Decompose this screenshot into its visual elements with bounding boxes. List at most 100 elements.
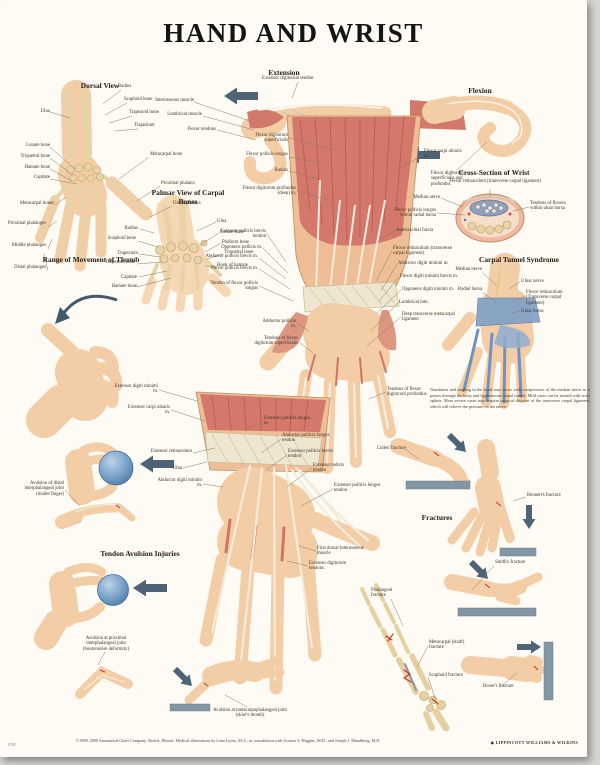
label-dh-epl-m: Extensor pollicis longus m. (264, 416, 311, 427)
label-ct-ulnar-bursa: Ulnar bursa (521, 309, 544, 314)
publisher-name: LIPPINCOTT WILLIAMS & WILKINS (495, 740, 578, 745)
label-ph-retinaculum: Flexor retinaculum (transverse carpal li… (393, 246, 452, 257)
label-proximal-phalanx: Proximal phalanx (161, 181, 195, 186)
dorsal-hand-figure (195, 391, 380, 695)
colles-fracture-figure (390, 430, 471, 490)
label-ph-apb: Abductor pollicis brevis m. (205, 254, 259, 259)
label-trapezoid-bone: Trapezoid bone (129, 110, 159, 115)
cross-section-figure (455, 193, 525, 243)
boutonniere-figure (34, 563, 167, 699)
product-code: 9781 (8, 742, 16, 747)
heading-dorsal-view: Dorsal View (80, 81, 120, 90)
label-dh-retinaculum: Extensor retinaculum (150, 449, 192, 454)
skeletal-hand-figure (360, 583, 450, 732)
extension-figure (224, 87, 392, 185)
label-boxers-fracture: Boxer's fracture (483, 684, 514, 689)
heading-flexion: Flexion (468, 86, 492, 95)
bennetts-fracture-figure (447, 439, 537, 557)
label-cs-retinaculum: Flexor retinaculum (transverse carpal li… (449, 179, 541, 184)
label-pc-triquetral: Triquetral bone (224, 250, 254, 255)
smiths-fracture-figure (444, 557, 543, 617)
label-ph-radius: Radius (274, 168, 288, 173)
label-ph-fds-tendons: Tendons of flexor digitorum superficiali… (254, 336, 298, 347)
boxers-fracture-figure (461, 640, 554, 701)
anatomy-poster: HAND AND WRIST Dorsal View Extension Fle… (0, 0, 590, 757)
label-phalangeal-fracture: Phalangeal fracture (371, 588, 393, 599)
label-ph-fdp-tendons: Tendons of flexor digitorum profundus (387, 387, 427, 398)
label-pc-capitate: Capitate (121, 275, 137, 280)
label-ph-fpl-tendon: Tendon of flexor pollicis longus (210, 281, 259, 292)
label-ct-radial-bursa: Radial bursa (457, 287, 482, 292)
label-pc-hook-hamate: Hook of hamate (217, 263, 248, 268)
label-pc-pisiform: Pisiform bone (222, 240, 250, 245)
heading-fractures: Fractures (421, 513, 453, 522)
label-dh-ed-tendons: Extensor digitorum tendons (309, 561, 347, 572)
label-ph-dtml: Deep transverse metacarpal ligament (402, 312, 456, 323)
label-pc-radius: Radius (124, 226, 138, 231)
label-extensor-digitorum-tendon: Extensor digitorum tendon (262, 76, 314, 81)
label-mallet-finger: Avulsion of distal interphalangeal joint… (24, 481, 64, 497)
label-flexor-digitorum-sup-prof: Flexor digitorum superficialis and profu… (431, 171, 464, 187)
heading-cross-section: Cross-Section of Wrist (458, 168, 530, 177)
label-dh-adm: Abductor digiti minimi m. (157, 478, 202, 489)
label-dh-ecu: Extensor carpi ulnaris m. (127, 405, 170, 416)
publisher-logo-icon: ◆ (490, 740, 495, 745)
label-metacarpal-fracture: Metacarpal (shaft) fracture (429, 640, 465, 651)
label-trapezium: Trapezium (134, 123, 155, 128)
copyright-text: ©1998, 2000 Anatomical Chart Company, Sk… (76, 738, 381, 743)
label-distal-phalanx: Distal phalanx (173, 201, 201, 206)
label-ct-median-nerve: Median nerve (455, 267, 482, 272)
label-ph-fcu: Flexor carpi ulnaris m. (424, 149, 462, 160)
label-pc-scaphoid: Scaphoid bone (107, 236, 136, 241)
label-ph-fdp: Flexor digitorum profundus (deep) m. (242, 186, 296, 197)
label-pc-lunate: Lunate bone (220, 230, 244, 235)
label-ph-adductor-pollicis: Adductor pollicis m. (262, 319, 296, 330)
label-flexor-tendons: Flexor tendons (187, 127, 216, 132)
label-distal-phalanges: Distal phalanges (14, 265, 46, 270)
label-radius: Radius (118, 84, 132, 89)
label-metacarpal-bones: Metacarpal bones (20, 201, 54, 206)
label-boutonniere: Avulsion at proximal interphalangeal joi… (82, 636, 130, 652)
label-skiers-thumb: Avulsion at metacarpophalangeal joint (s… (213, 708, 287, 719)
label-ph-adm: Abductor digiti minimi m. (398, 261, 449, 266)
carpal-tunnel-figure (442, 253, 541, 409)
label-bennetts-fracture: Bennett's fracture (527, 493, 561, 498)
carpal-tunnel-note: Numbness and tingling in the hand may oc… (430, 387, 590, 409)
label-capitate: Capitate (34, 175, 50, 180)
page-title: HAND AND WRIST (163, 18, 424, 48)
heading-carpal-tunnel: Carpal Tunnel Syndrome (479, 255, 559, 264)
label-proximal-phalanges: Proximal phalanges (8, 221, 46, 226)
label-smiths-fracture: Smith's fracture (495, 560, 526, 565)
label-cs-flexors-ulnar-bursa: Tendons of flexors within ulnar bursa (530, 201, 566, 212)
heading-range-thumb: Range of Movement of Thumb (42, 255, 140, 264)
label-ph-epb-tendon: Extensor pollicis brevis tendon (220, 229, 266, 240)
label-dh-fdi: First dorsal interosseous muscle (317, 546, 364, 557)
heading-palmar-carpal: Palmar View of Carpal Bones (151, 188, 225, 206)
label-ct-retinaculum: Flexor retinaculum (Transverse carpal li… (526, 290, 563, 306)
label-dh-apl-tendon: Abductor pollicis longus tendon (282, 433, 330, 444)
poster-artwork (26, 80, 554, 732)
label-colles-fracture: Colles' fracture (376, 446, 406, 451)
label-triquetral-bone: Triquetral bone (20, 154, 50, 159)
label-lumbrical-muscle: Lumbrical muscle (167, 112, 202, 117)
label-hamate-bone: Hamate bone (24, 165, 50, 170)
label-pc-hamate: Hamate bone (111, 284, 137, 289)
label-middle-phalanges: Middle phalanges (11, 243, 46, 248)
palmar-carpal-figure (141, 195, 231, 313)
label-ph-lumbricals: Lumbrical mm. (399, 300, 429, 305)
label-lunate-bone: Lunate bone (26, 143, 50, 148)
label-ph-fds: Flexor digitorum superficialis (255, 133, 288, 144)
label-dh-ulna: Ulna (172, 466, 182, 471)
heading-tendon-avulsion: Tendon Avulsion Injuries (100, 549, 180, 558)
label-dh-epl-tendon: Extensor pollicis longus tendon (334, 483, 381, 494)
heading-extension: Extension (268, 68, 300, 77)
label-dh-edm: Extensor digiti minimi m. (114, 384, 158, 395)
leader-lines (43, 81, 530, 708)
range-of-thumb-figure (26, 294, 123, 438)
label-ph-fpb: Flexor pollicis brevis m. (211, 266, 258, 271)
skiers-thumb-figure (169, 656, 285, 712)
label-cs-fpl-radial-bursa: Flexor pollicis longus within radial bur… (394, 208, 436, 219)
mallet-finger-figure (55, 442, 174, 529)
label-ph-odm: Opponens digiti minimi m. (402, 287, 454, 292)
